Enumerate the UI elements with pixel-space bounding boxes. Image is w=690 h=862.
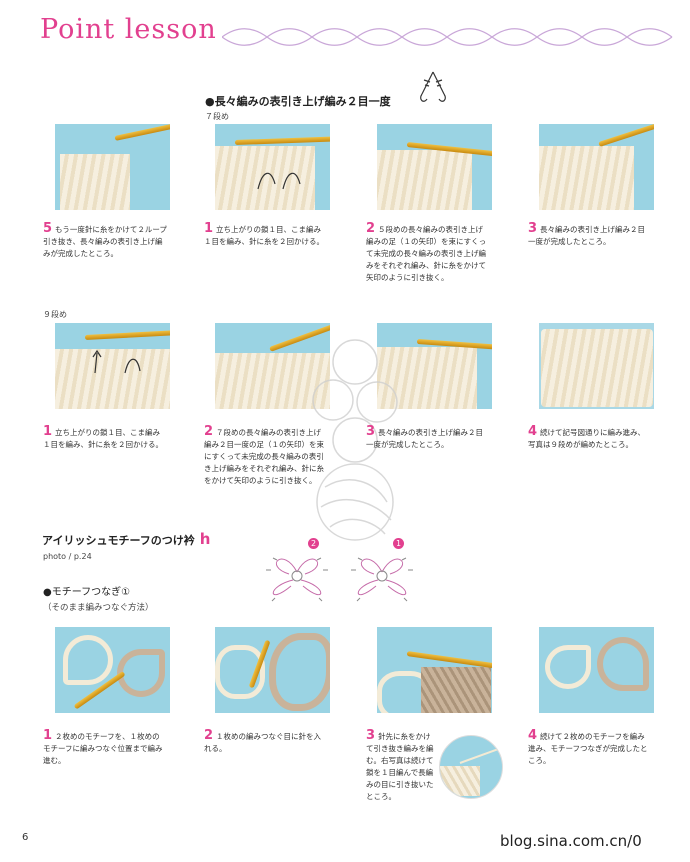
row-a-label: ７段め [205, 112, 229, 121]
arrow-icon [257, 172, 301, 190]
motif-photo-1 [55, 627, 170, 713]
section2-subnote: （そのまま編みつなぐ方法） [43, 603, 154, 613]
inset-photo [439, 735, 503, 799]
page-number: 6 [22, 832, 29, 843]
step-photo-b1 [55, 323, 170, 409]
step-photo-a5 [55, 124, 170, 210]
chain-stitch-ornament [222, 28, 673, 46]
step-photo-a3 [539, 124, 654, 210]
motif-photo-4 [539, 627, 654, 713]
motif-photo-3 [377, 627, 492, 713]
yarn-ball-watermark-icon [312, 339, 398, 541]
page-title: Point lesson [40, 14, 217, 45]
section2-subheading: ●モチーフつなぎ① [43, 587, 131, 598]
source-watermark: blog.sina.com.cn/0 [500, 832, 642, 850]
step-photo-b2 [215, 323, 330, 409]
photo-reference: photo / p.24 [43, 552, 92, 561]
marker-badge-2: 2 [308, 538, 319, 549]
step-photo-a1 [215, 124, 330, 210]
stitch-symbol-icon [420, 71, 446, 102]
motif-photo-2 [215, 627, 330, 713]
step-photo-b3 [377, 323, 492, 409]
motif-diagram-icon [266, 557, 413, 602]
arrow-icon [92, 349, 141, 374]
section1-heading: ●長々編みの表引き上げ編み２目一度 [205, 95, 391, 108]
marker-badge-1: 1 [393, 538, 404, 549]
step-photo-a2 [377, 124, 492, 210]
step-photo-b4 [539, 323, 654, 409]
row-b-label: ９段め [43, 310, 67, 319]
